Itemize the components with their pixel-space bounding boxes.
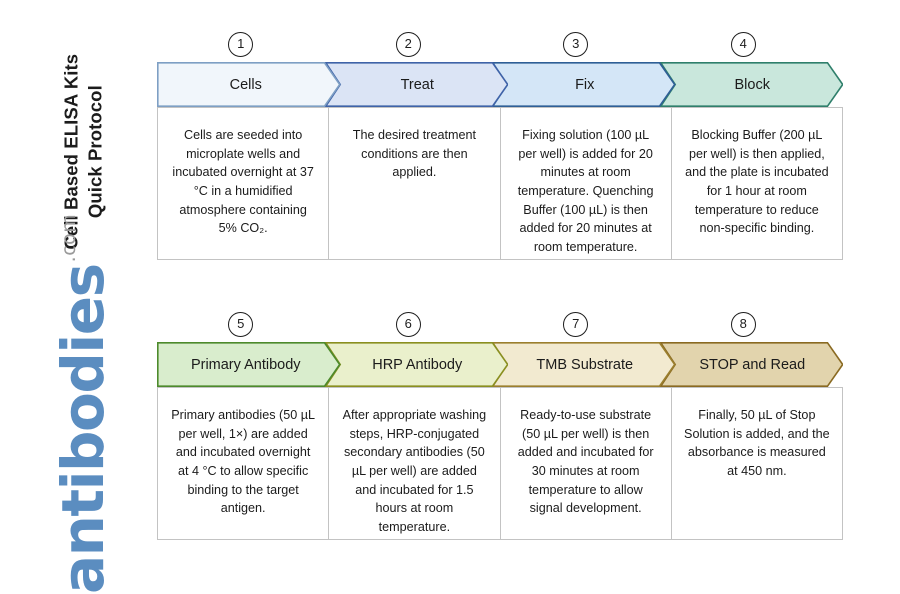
logo-wordmark: antibodies xyxy=(49,264,117,594)
step-label-6: HRP Antibody xyxy=(372,356,463,373)
step-description-7: Ready-to-use substrate (50 µL per well) … xyxy=(501,388,672,539)
step-header-8[interactable]: STOP and Read xyxy=(659,342,843,387)
step-description-text-2: The desired treatment conditions are the… xyxy=(352,128,476,180)
vertical-title: Cell Based ELISA Kits Quick Protocol xyxy=(0,0,160,300)
step-header-band-row-2: Primary Antibody HRP Antibody TMB Substrat… xyxy=(157,342,843,387)
step-description-6: After appropriate washing steps, HRP-con… xyxy=(329,388,501,539)
step-number-badge-8: 8 xyxy=(730,312,756,337)
logo-tld: .com xyxy=(58,213,80,263)
step-description-2: The desired treatment conditions are the… xyxy=(329,108,501,259)
step-label-7: TMB Substrate xyxy=(536,356,634,373)
step-description-band-row-2: Primary antibodies (50 µL per well, 1×) … xyxy=(157,387,843,540)
protocol-row-1: 1 2 3 4 Cells Treat Fix Block Cells are seeded… xyxy=(157,32,843,260)
step-description-5: Primary antibodies (50 µL per well, 1×) … xyxy=(158,388,330,539)
step-label-2: Treat xyxy=(400,76,434,93)
step-badges-row-2: 5 6 7 8 xyxy=(157,312,843,342)
step-number-badge-1: 1 xyxy=(228,32,254,57)
step-number-badge-5: 5 xyxy=(228,312,254,337)
step-header-1[interactable]: Cells xyxy=(157,62,341,107)
step-description-4: Blocking Buffer (200 µL per well) is the… xyxy=(672,108,842,259)
step-description-8: Finally, 50 µL of Stop Solution is added… xyxy=(672,388,842,539)
step-label-1: Cells xyxy=(229,76,262,93)
step-header-3[interactable]: Fix xyxy=(492,62,676,107)
step-description-text-4: Blocking Buffer (200 µL per well) is the… xyxy=(685,128,829,236)
page-title-line-2: Quick Protocol xyxy=(84,85,105,219)
step-description-band-row-1: Cells are seeded into microplate wells a… xyxy=(157,107,843,260)
step-description-text-3: Fixing solution (100 µL per well) is add… xyxy=(517,128,654,254)
step-number-badge-7: 7 xyxy=(563,312,589,337)
step-description-3: Fixing solution (100 µL per well) is add… xyxy=(501,108,672,259)
step-chevron-shape-5 xyxy=(157,342,341,387)
step-header-band-row-1: Cells Treat Fix Block xyxy=(157,62,843,107)
step-description-text-1: Cells are seeded into microplate wells a… xyxy=(172,128,314,236)
step-number-badge-6: 6 xyxy=(395,312,421,337)
step-header-5[interactable]: Primary Antibody xyxy=(157,342,341,387)
step-header-2[interactable]: Treat xyxy=(324,62,508,107)
step-label-3: Fix xyxy=(575,76,595,93)
step-number-badge-2: 2 xyxy=(395,32,421,57)
step-description-1: Cells are seeded into microplate wells a… xyxy=(158,108,330,259)
step-description-text-5: Primary antibodies (50 µL per well, 1×) … xyxy=(171,408,315,516)
step-header-7[interactable]: TMB Substrate xyxy=(492,342,676,387)
step-label-4: Block xyxy=(734,76,770,93)
step-header-4[interactable]: Block xyxy=(659,62,843,107)
step-badges-row-1: 1 2 3 4 xyxy=(157,32,843,62)
step-chevron-shape-1 xyxy=(157,62,341,107)
step-header-6[interactable]: HRP Antibody xyxy=(324,342,508,387)
step-number-badge-4: 4 xyxy=(730,32,756,57)
step-number-badge-3: 3 xyxy=(563,32,589,57)
step-description-text-7: Ready-to-use substrate (50 µL per well) … xyxy=(517,408,654,516)
step-label-8: STOP and Read xyxy=(699,356,806,373)
step-description-text-6: After appropriate washing steps, HRP-con… xyxy=(342,408,487,534)
antibodies-logo: antibodies.com xyxy=(0,214,160,594)
protocol-row-2: 5 6 7 8 Primary Antibody HRP Antibody TMB Sub… xyxy=(157,312,843,540)
step-label-5: Primary Antibody xyxy=(190,356,301,373)
step-description-text-8: Finally, 50 µL of Stop Solution is added… xyxy=(684,408,830,478)
